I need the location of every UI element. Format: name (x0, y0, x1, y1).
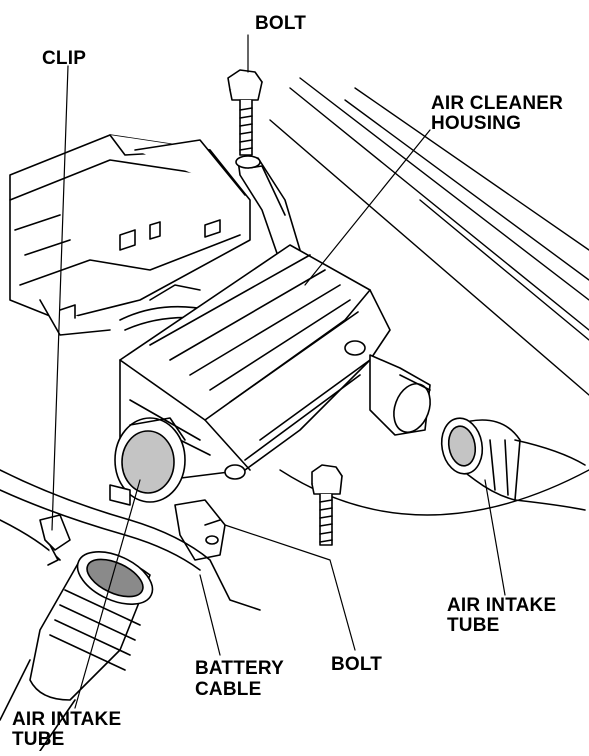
housing-inlet (114, 417, 186, 503)
label-battery-cable-line1: BATTERY (195, 658, 285, 679)
leader-housing (304, 129, 431, 286)
leader-battery-cable (199, 574, 221, 656)
label-air-cleaner-housing-line2: HOUSING (431, 113, 522, 134)
label-clip: CLIP (42, 48, 87, 69)
air-intake-tube-left (0, 551, 154, 752)
leader-intake-right (484, 479, 506, 596)
bolt-bottom (311, 464, 343, 546)
clip-part (39, 514, 71, 566)
label-air-intake-tube-left-line2: TUBE (12, 729, 65, 750)
air-intake-tube-right (440, 417, 586, 511)
bolt-top (227, 69, 263, 156)
leader-lines (51, 34, 506, 709)
label-bolt-top: BOLT (255, 13, 307, 34)
label-bolt-bottom: BOLT (331, 654, 383, 675)
leader-bolt-bottom (224, 524, 356, 651)
leader-clip (51, 65, 69, 531)
label-air-cleaner-housing-line1: AIR CLEANER (431, 93, 564, 114)
fuse-box (9, 134, 251, 336)
label-air-intake-tube-right-line2: TUBE (447, 615, 500, 636)
label-battery-cable-line2: CABLE (195, 679, 262, 700)
leader-intake-left (74, 479, 141, 709)
label-air-intake-tube-right-line1: AIR INTAKE (447, 595, 557, 616)
air-cleaner-housing (119, 244, 391, 481)
housing-outlet (369, 354, 431, 436)
label-air-intake-tube-left-line1: AIR INTAKE (12, 709, 122, 730)
